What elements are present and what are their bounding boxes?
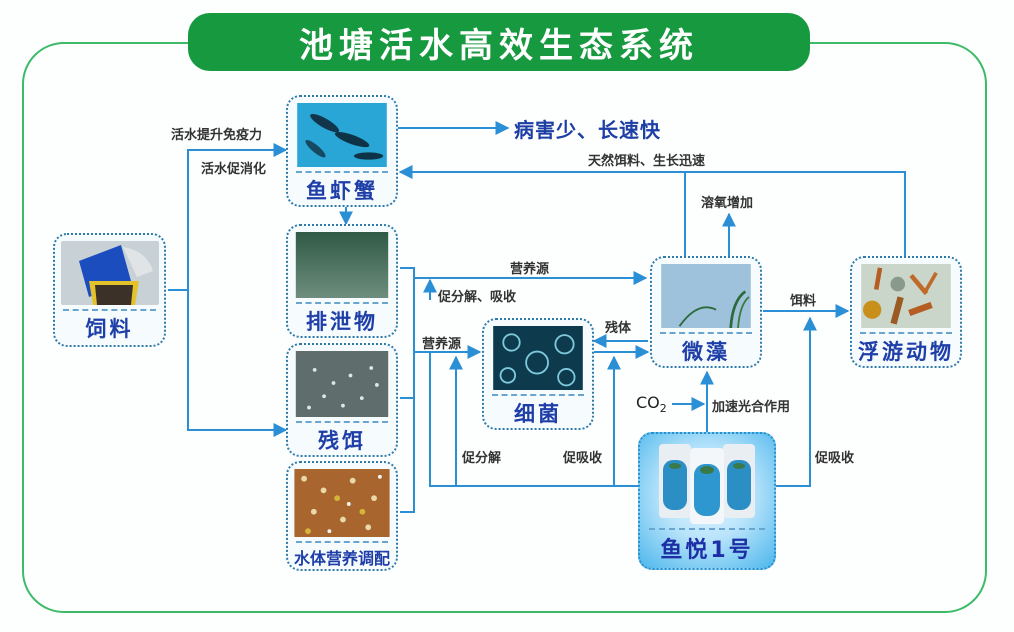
line-excreta: [400, 267, 415, 282]
node-nutrient: 水体营养调配: [286, 461, 398, 571]
node-leftover: 残饵: [286, 343, 398, 457]
arrow-feed-fish: [168, 143, 288, 291]
feed-bucket-image: [60, 241, 159, 305]
arrow-absorb-right: [776, 316, 817, 487]
annotation-co2: CO2: [636, 393, 667, 415]
annotation-nutrient-source-top: 营养源: [510, 262, 550, 277]
co2-subscript: 2: [659, 402, 667, 416]
separator: [491, 394, 585, 396]
annotation-bait: 饵料: [790, 294, 817, 309]
algae-image: [661, 264, 751, 328]
separator: [295, 302, 389, 304]
node-label: 饲料: [85, 317, 134, 341]
separator: [295, 171, 389, 173]
node-feed: 饲料: [53, 233, 166, 347]
result-text: 病害少、长速快: [514, 118, 661, 142]
annotation-absorb-mid: 促吸收: [563, 451, 603, 466]
annotation-natural-feed: 天然饵料、生长迅速: [588, 154, 706, 169]
node-label: 细菌: [514, 402, 562, 426]
annotation-nutrient-source-mid: 营养源: [422, 337, 462, 352]
leftover-image: [295, 351, 389, 417]
separator: [295, 541, 389, 543]
separator: [62, 309, 157, 311]
fish-image: [297, 103, 387, 167]
node-product: 鱼悦1号: [638, 432, 776, 570]
arrow-feed-leftover: [187, 290, 288, 437]
node-label: 水体营养调配: [293, 549, 390, 568]
node-label: 排泄物: [306, 310, 378, 334]
nutrient-image: [294, 469, 390, 537]
page-title: 池塘活水高效生态系统: [188, 13, 810, 71]
node-label: 微藻: [682, 340, 730, 364]
separator: [649, 528, 765, 530]
node-label: 鱼虾蟹: [306, 179, 378, 203]
node-bacteria: 细菌: [482, 318, 594, 430]
node-zooplankton: 浮游动物: [850, 256, 962, 368]
co2-text: CO: [636, 393, 660, 412]
excreta-image: [295, 232, 389, 298]
node-label: 浮游动物: [858, 340, 954, 364]
line-bus2: [429, 352, 640, 487]
separator: [659, 332, 753, 334]
annotation-residue: 残体: [605, 321, 632, 336]
annotation-decompose: 促分解: [462, 451, 502, 466]
line-bus: [400, 278, 415, 513]
annotation-absorb-right: 促吸收: [815, 451, 855, 466]
annotation-digestion: 活水促消化: [201, 162, 267, 177]
annotation-oxygen: 溶氧增加: [701, 196, 754, 211]
node-algae: 微藻: [650, 256, 762, 368]
bacteria-image: [493, 326, 583, 390]
annotation-photosynthesis: 加速光合作用: [712, 400, 791, 415]
separator: [295, 421, 389, 423]
zooplankton-image: [861, 264, 951, 328]
node-label: 鱼悦1号: [660, 538, 754, 563]
node-label: 残饵: [318, 429, 366, 453]
annotation-immunity: 活水提升免疫力: [171, 128, 263, 143]
separator: [859, 332, 953, 334]
arrow-natural-feed: [398, 165, 906, 256]
annotation-decompose-absorb: 促分解、吸收: [438, 290, 517, 305]
product-packages-image: [659, 444, 755, 524]
node-excreta: 排泄物: [286, 224, 398, 338]
node-fish: 鱼虾蟹: [286, 95, 398, 207]
